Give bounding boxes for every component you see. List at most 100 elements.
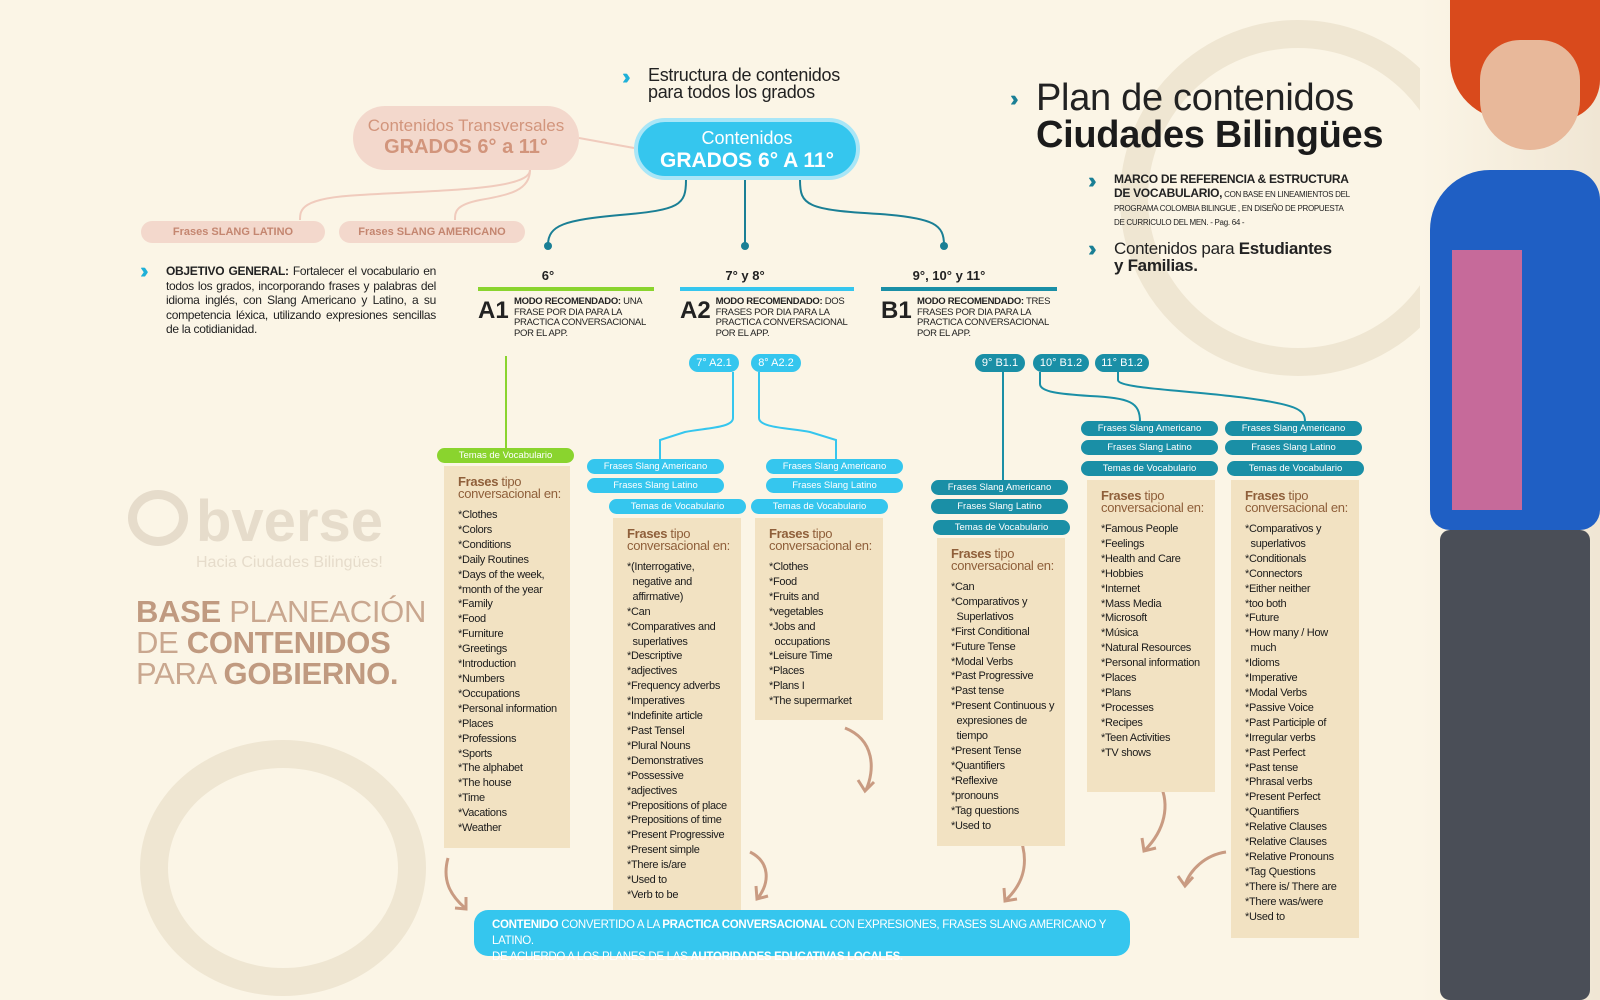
topic-item: much [1245, 642, 1277, 655]
cont-a: Contenidos para [1114, 239, 1239, 258]
topic-item: *Vacations [458, 807, 507, 820]
topic-item: *Feelings [1101, 537, 1145, 550]
topic-item: *Famous People [1101, 523, 1179, 535]
topic-item: *Teen Activities [1101, 731, 1171, 744]
tag-slang-americano: Frases Slang Americano [1081, 421, 1218, 436]
topic-item: *Comparatives and [627, 620, 716, 633]
topic-item: *Connectors [1245, 567, 1303, 580]
cont-c: y Familias. [1114, 256, 1198, 275]
estructura-line2: para todos los grados [648, 82, 815, 102]
topic-item: *Clothes [458, 509, 498, 521]
column-header-bold: Frases [1245, 488, 1286, 503]
plan-chevron: ›› [1010, 86, 1018, 111]
modo-recomendado: MODO RECOMENDADO: TRES FRASES POR DIA PA… [917, 296, 1057, 339]
topic-item: *Tag questions [951, 804, 1019, 817]
topic-item: *There is/are [627, 859, 687, 872]
topic-item: *Frequency adverbs [627, 680, 721, 693]
grade-label: 9°, 10° y 11° [912, 268, 986, 283]
topic-item: *There is/ There are [1245, 880, 1337, 893]
topic-item: *Professions [458, 732, 517, 745]
topic-item: *Indefinite article [627, 710, 703, 723]
topic-item: *Conditions [458, 538, 511, 551]
topic-item: *Future [1245, 612, 1279, 625]
topic-item: *Phrasal verbs [1245, 776, 1313, 789]
bottom-t2: CON EXPRESIONES, FRASES SLANG AMERICANO … [492, 919, 1106, 947]
modo-text: DOS FRASES POR DIA PARA LA PRACTICA CONV… [715, 296, 848, 339]
modo-label: MODO RECOMENDADO: [917, 296, 1024, 307]
topic-item: *Hobbies [1101, 567, 1144, 580]
qbverse-logo-text: bverse [196, 489, 384, 554]
topic-item: *Leisure Time [769, 650, 833, 663]
tag-slang-americano: Frases Slang Americano [1225, 421, 1362, 436]
topic-item: *Prepositions of time [627, 814, 722, 827]
main-contenidos-pill: Contenidos GRADOS 6° A 11° [634, 118, 860, 180]
column-header-rest1: tipo [991, 546, 1015, 561]
base-b2: CONTENIDOS [186, 625, 391, 660]
topic-item: affirmative) [627, 590, 684, 603]
bottom-b1: CONTENIDO [492, 919, 559, 931]
column-header-rest1: tipo [498, 474, 522, 489]
subgrade-7-a21: 7° A2.1 [689, 354, 739, 372]
topic-item: superlatives [627, 635, 688, 648]
base-b3: GOBIERNO. [223, 656, 399, 691]
topic-item: *Relative Pronouns [1245, 850, 1334, 863]
column-header-rest2: conversacional en: [458, 486, 561, 501]
trans-line2: GRADOS 6° a 11° [384, 136, 548, 158]
main-pill-line1: Contenidos [701, 128, 793, 148]
topic-item: *Used to [1245, 910, 1285, 923]
modo-label: MODO RECOMENDADO: [715, 296, 823, 307]
topic-item: *Past Progressive [951, 670, 1034, 683]
column-header-bold: Frases [1101, 488, 1142, 503]
topic-item: *Present Perfect [1245, 791, 1321, 804]
modo-recomendado: MODO RECOMENDADO: DOS FRASES POR DIA PAR… [715, 296, 854, 339]
base-planeacion: BASE PLANEACIÓN DE CONTENIDOS PARA GOBIE… [136, 596, 426, 689]
topic-item: *Present Progressive [627, 829, 725, 842]
topic-item: *How many / How [1245, 627, 1328, 640]
topic-item: *Used to [951, 819, 991, 832]
topic-item: *Can [627, 605, 651, 618]
topic-item: *Numbers [458, 672, 505, 685]
topic-item: *Internet [1101, 582, 1140, 595]
topic-item: *Recipes [1101, 716, 1143, 729]
character-jeans [1440, 530, 1590, 1000]
slang-latino-pill: Frases SLANG LATINO [141, 221, 325, 243]
tag-slang-latino: Frases Slang Latino [1081, 440, 1218, 455]
topic-item: *Occupations [458, 687, 520, 700]
grade-label: 7° y 8° [725, 268, 765, 283]
topic-item: *Past tense [1245, 761, 1298, 774]
marco-small: CON BASE EN LINEAMIENTOS DEL PROGRAMA CO… [1114, 190, 1350, 227]
level-a2: 7° y 8° A2 MODO RECOMENDADO: DOS FRASES … [680, 268, 854, 339]
topic-item: *Past Participle of [1245, 716, 1327, 729]
modo-recomendado: MODO RECOMENDADO: UNA FRASE POR DIA PARA… [514, 296, 654, 339]
topic-item: *Possessive [627, 769, 684, 782]
topic-item: *Relative Clauses [1245, 821, 1327, 834]
topic-item: *Tag Questions [1245, 865, 1316, 878]
topic-item: *Food [769, 575, 797, 588]
topic-item: *Daily Routines [458, 553, 529, 566]
level-a1: 6° A1 MODO RECOMENDADO: UNA FRASE POR DI… [478, 268, 654, 339]
topic-list: *Famous People*Feelings*Health and Care*… [1087, 522, 1215, 761]
tag-temas-vocabulario: Temas de Vocabulario [751, 499, 888, 514]
topic-item: *month of the year [458, 583, 543, 596]
topic-item: *There was/were [1245, 895, 1324, 908]
tag-temas-vocabulario: Temas de Vocabulario [1227, 461, 1364, 476]
bottom-banner: CONTENIDO CONVERTIDO A LA PRACTICA CONVE… [474, 910, 1130, 963]
topic-item: *The house [458, 777, 512, 790]
level-code: A2 [680, 297, 711, 324]
bottom-t1: CONVERTIDO A LA [558, 919, 663, 931]
main-pill-line2: GRADOS 6° A 11° [660, 149, 834, 172]
topic-item: *Fruits and [769, 590, 819, 603]
topic-item: *Personal information [1101, 657, 1200, 670]
tag-slang-americano: Frases Slang Americano [931, 480, 1068, 495]
topic-item: *Plural Nouns [627, 739, 691, 752]
topic-item: *Personal information [458, 702, 557, 715]
topic-item: *Introduction [458, 658, 516, 671]
topic-item: *adjectives [627, 665, 677, 678]
grade-label: 6° [541, 268, 555, 283]
